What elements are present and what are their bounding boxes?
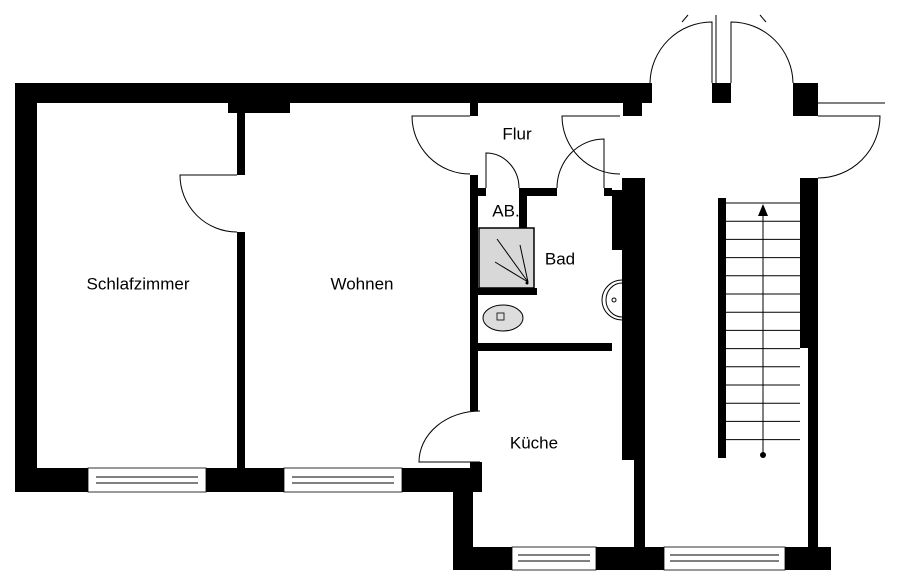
windows [87,467,786,571]
storage-door [485,152,520,189]
entrance-door-left [649,21,713,84]
window [87,467,207,493]
room-label-kitchen: Küche [510,433,558,452]
stair-direction-arrow-icon [758,204,768,216]
room-label-bath: Bad [545,249,575,268]
toilet [482,304,524,332]
walls [15,83,885,570]
bath-door [556,138,605,189]
stair-start-dot [760,452,766,458]
room-label-bedroom: Schlafzimmer [87,274,190,293]
bedroom-door [179,174,238,233]
room-label-storage: AB. [492,201,519,220]
sink [601,279,623,321]
window [511,546,597,571]
fixtures [478,227,623,332]
entrance-door-right [730,21,794,84]
window [283,467,403,493]
hall-left-door [411,115,471,175]
room-label-hall: Flur [502,124,532,143]
kitchen-door [418,410,481,463]
hall-right-door [561,115,621,175]
window [663,546,786,571]
stair-door [817,115,881,179]
doors [179,14,881,463]
room-label-living: Wohnen [330,274,393,293]
staircase [726,202,800,458]
